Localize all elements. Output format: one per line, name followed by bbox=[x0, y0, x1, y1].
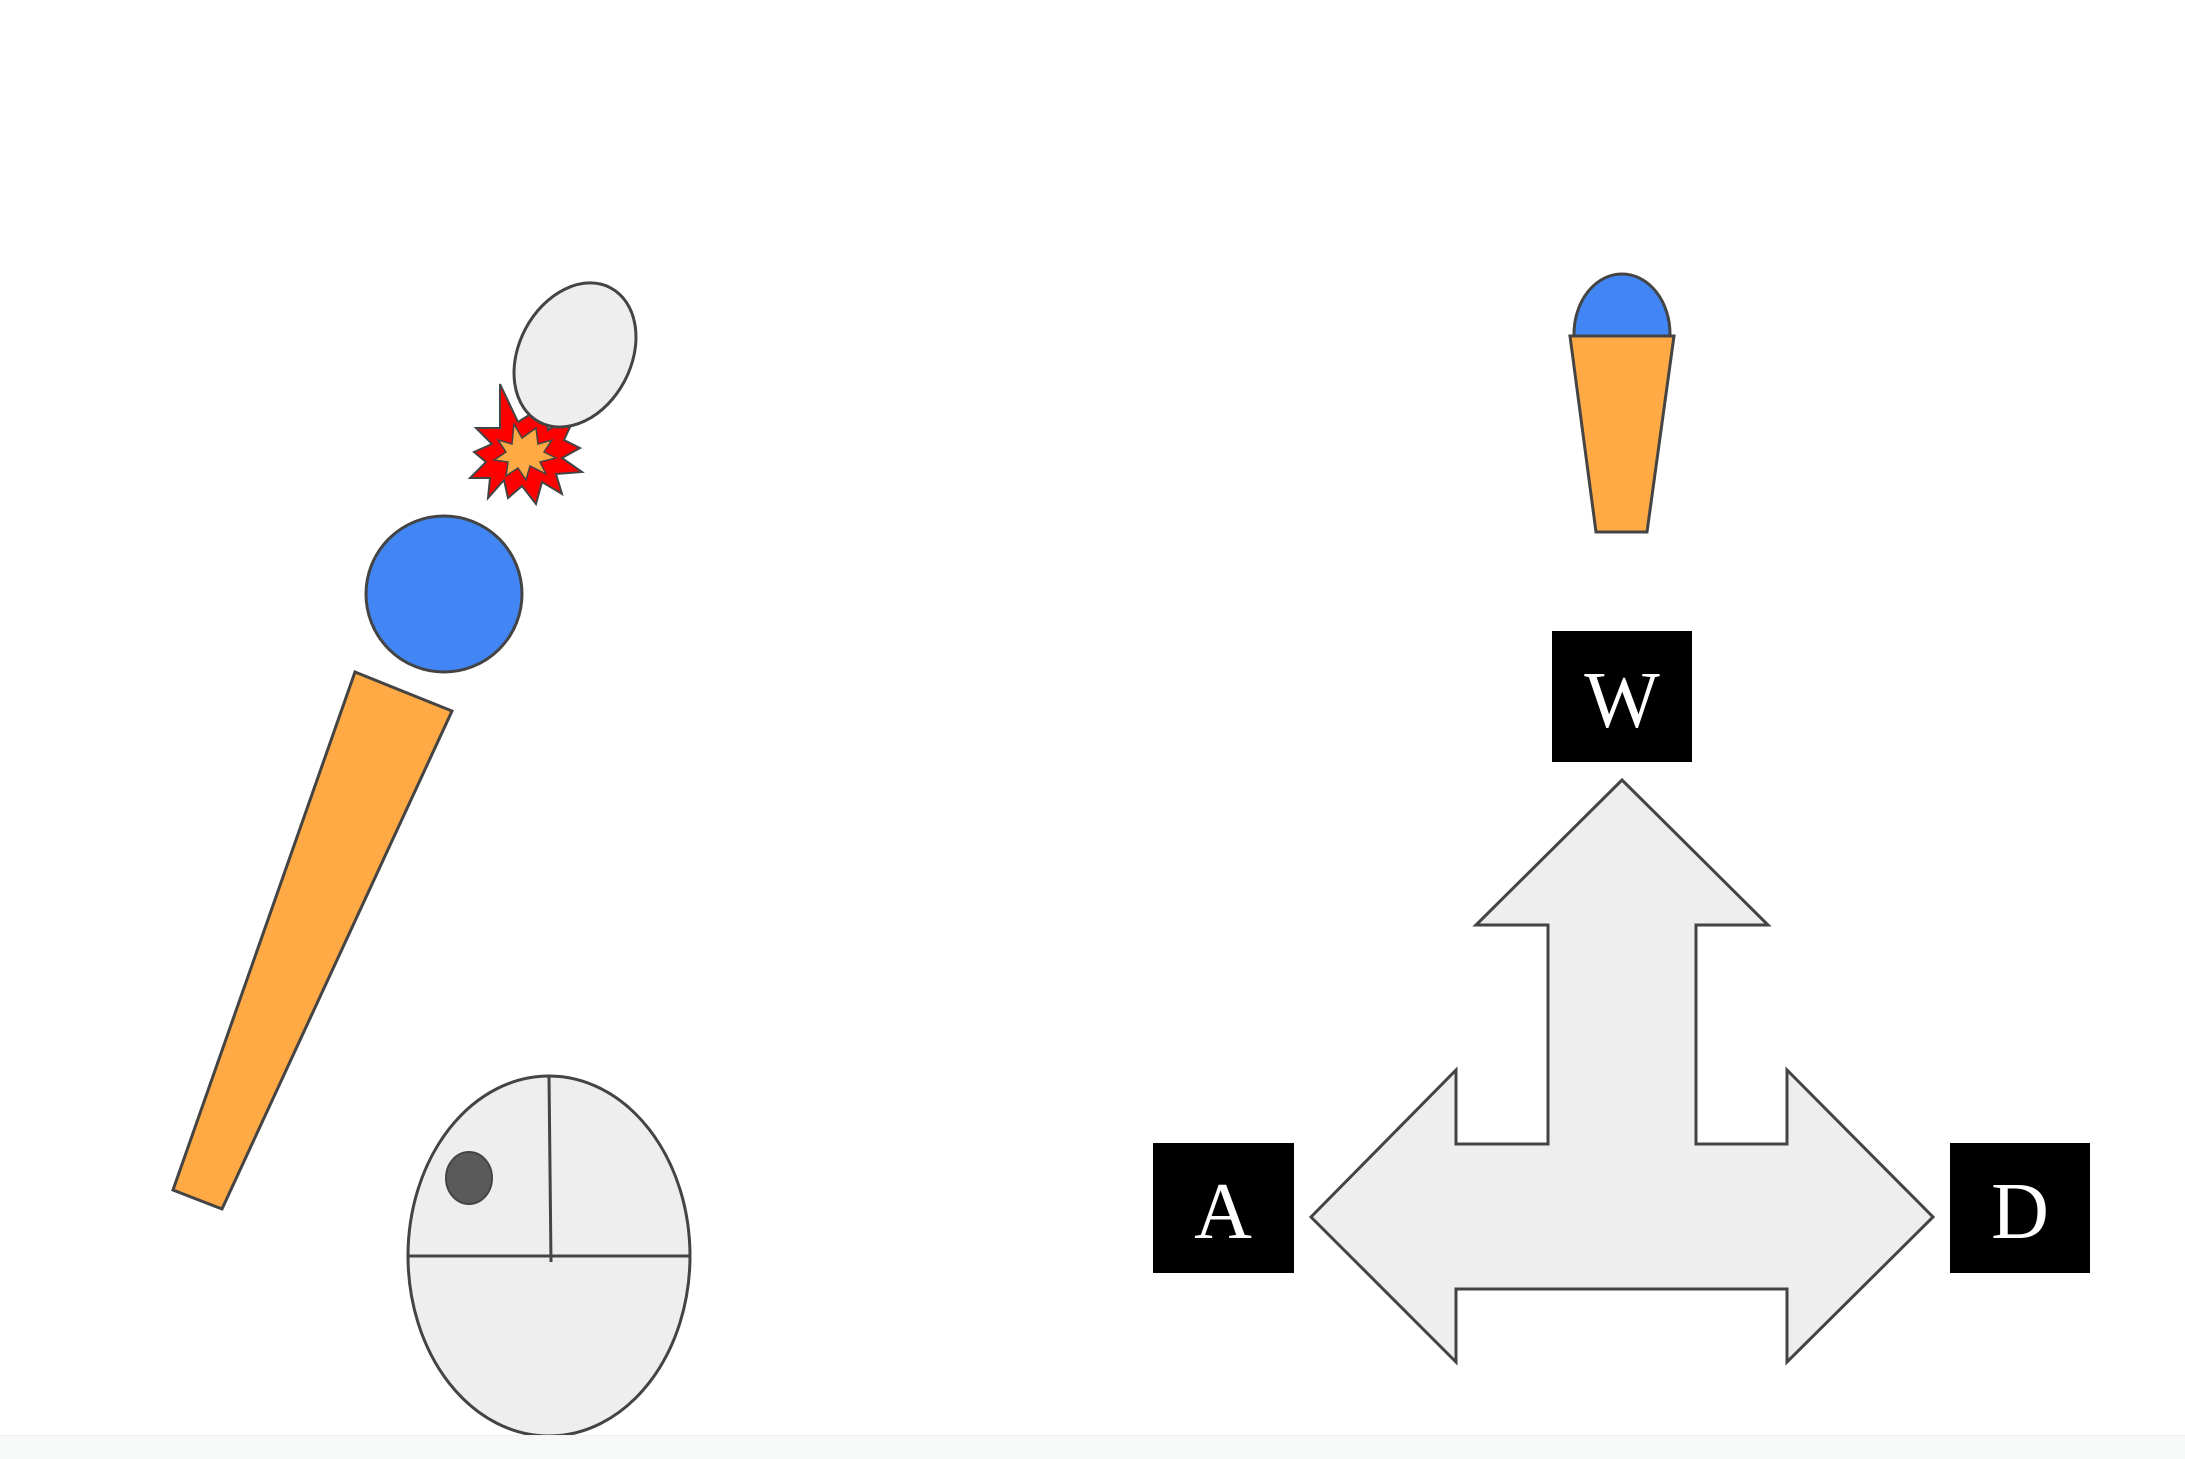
mouse-wheel bbox=[445, 1151, 493, 1205]
ball-icon bbox=[364, 514, 524, 674]
three-way-arrow-icon bbox=[1308, 777, 1936, 1366]
ice-cream-cone-icon bbox=[1568, 272, 1676, 534]
cricket-bat-icon bbox=[171, 670, 455, 1211]
key-a-label: A bbox=[1194, 1168, 1252, 1256]
cone-scoop bbox=[1572, 272, 1672, 338]
swing-illustration bbox=[171, 281, 638, 1211]
mouse-icon bbox=[406, 1074, 692, 1438]
bottom-strip bbox=[0, 1435, 2185, 1459]
key-w-label: W bbox=[1584, 657, 1660, 745]
impact-burst-inner bbox=[491, 421, 559, 482]
key-a: A bbox=[1153, 1143, 1294, 1273]
key-d-label: D bbox=[1991, 1168, 2049, 1256]
key-w: W bbox=[1552, 631, 1692, 762]
mouse-button-divider bbox=[547, 1075, 553, 1263]
cone-body bbox=[1568, 334, 1676, 534]
key-d: D bbox=[1950, 1143, 2090, 1273]
egg-icon bbox=[512, 281, 638, 429]
